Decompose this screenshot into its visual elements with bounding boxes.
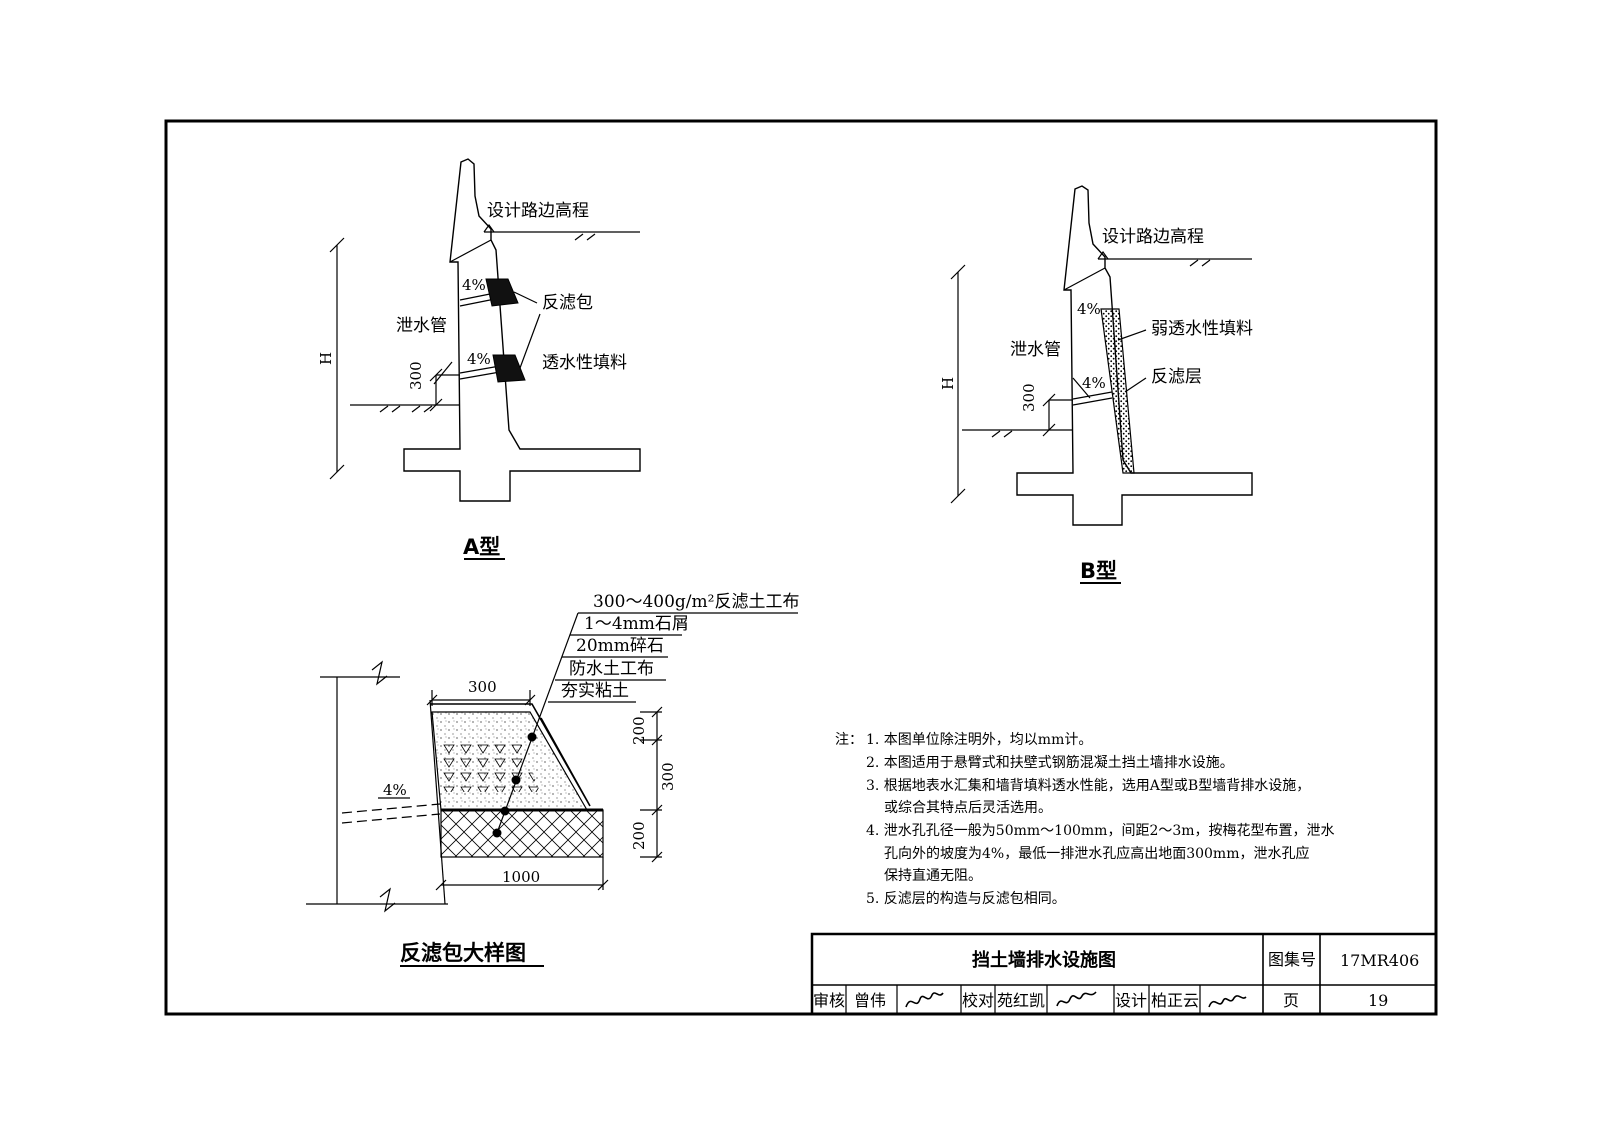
type-a-offset-label: 300 xyxy=(407,361,425,390)
type-a-road-elevation-label: 设计路边高程 xyxy=(487,201,589,221)
reviewer-name: 曾伟 xyxy=(854,991,886,1010)
page-label: 页 xyxy=(1283,991,1299,1010)
type-a-height-label: H xyxy=(317,352,335,365)
type-b-road-elevation-label: 设计路边高程 xyxy=(1102,227,1204,247)
note-line-2: 2. 本图适用于悬臂式和扶壁式钢筋混凝土挡土墙排水设施。 xyxy=(866,754,1234,771)
detail-dim-bottom: 1000 xyxy=(502,868,540,886)
note-line-4: 或综合其特点后灵活选用。 xyxy=(884,800,1052,816)
type-a-filter-pack-label: 反滤包 xyxy=(542,293,593,313)
type-b-filter-layer-label: 反滤层 xyxy=(1151,367,1202,387)
detail-layer-waterproof: 防水土工布 xyxy=(569,659,654,679)
detail-slope-label: 4% xyxy=(383,781,407,799)
type-a-filter-pack-upper xyxy=(485,278,519,307)
type-b-slope-label: 4% xyxy=(1077,300,1101,318)
detail-dim-h3: 200 xyxy=(630,821,648,850)
checker-signature xyxy=(1056,991,1097,1007)
detail-layer-clay: 夯实粘土 xyxy=(561,681,629,701)
compacted-clay-layer xyxy=(440,809,604,858)
type-b-caption: B型 xyxy=(1080,559,1117,583)
type-a-permeable-fill-label: 透水性填料 xyxy=(542,353,627,373)
detail-caption: 反滤包大样图 xyxy=(400,941,526,965)
type-b-filter-layer xyxy=(1100,308,1135,474)
type-b-weak-fill-label: 弱透水性填料 xyxy=(1151,319,1253,339)
type-a-filter-pack-lower xyxy=(492,354,526,383)
title-block-title: 挡土墙排水设施图 xyxy=(972,949,1116,971)
type-a-drain-pipe-label: 泄水管 xyxy=(396,316,447,336)
note-line-6: 孔向外的坡度为4%，最低一排泄水孔应高出地面300mm，泄水孔应 xyxy=(884,845,1309,862)
atlas-number: 17MR406 xyxy=(1340,951,1419,970)
designer-signature xyxy=(1208,995,1247,1008)
type-b-slope-label-lower: 4% xyxy=(1082,374,1106,392)
note-line-8: 5. 反滤层的构造与反滤包相同。 xyxy=(866,891,1066,907)
type-b-wall xyxy=(1016,185,1253,526)
checker-name: 苑红凯 xyxy=(997,991,1045,1010)
review-label: 审核 xyxy=(813,991,845,1010)
type-b-offset-label: 300 xyxy=(1020,383,1038,412)
reviewer-signature xyxy=(905,992,944,1008)
detail-dim-top: 300 xyxy=(468,678,497,696)
type-b-height-label: H xyxy=(939,377,957,390)
note-line-3: 3. 根据地表水汇集和墙背填料透水性能，选用A型或B型墙背排水设施， xyxy=(866,777,1310,794)
detail-dim-h2: 300 xyxy=(659,762,677,791)
detail-dim-h1: 200 xyxy=(630,716,648,745)
type-a-caption: A型 xyxy=(463,535,500,559)
drawing-frame xyxy=(164,119,1438,1016)
type-b-section xyxy=(950,185,1253,526)
page-number: 19 xyxy=(1368,991,1388,1010)
detail-layer-gravel: 20mm碎石 xyxy=(576,636,664,656)
notes-head: 注： xyxy=(835,732,863,748)
atlas-label: 图集号 xyxy=(1268,950,1316,969)
designer-name: 柏正云 xyxy=(1151,991,1199,1010)
type-a-slope-lower: 4% xyxy=(467,350,491,368)
detail-layer-geotextile: 300～400g/m²反滤土工布 xyxy=(593,592,799,612)
filter-pack-detail xyxy=(306,612,798,913)
detail-layer-stone-chips: 1～4mm石屑 xyxy=(584,614,689,634)
title-block xyxy=(810,932,1438,1016)
type-a-wall xyxy=(403,158,641,502)
type-a-slope-upper: 4% xyxy=(462,276,486,294)
note-line-1: 1. 本图单位除注明外，均以mm计。 xyxy=(866,732,1092,748)
note-line-7: 保持直通无阻。 xyxy=(884,867,982,884)
note-line-5: 4. 泄水孔孔径一般为50mm～100mm，间距2～3m，按梅花型布置，泄水 xyxy=(866,823,1335,839)
type-b-drain-pipe-label: 泄水管 xyxy=(1010,340,1061,360)
check-label: 校对 xyxy=(962,991,994,1010)
type-a-section xyxy=(329,158,641,502)
design-label: 设计 xyxy=(1115,991,1147,1010)
